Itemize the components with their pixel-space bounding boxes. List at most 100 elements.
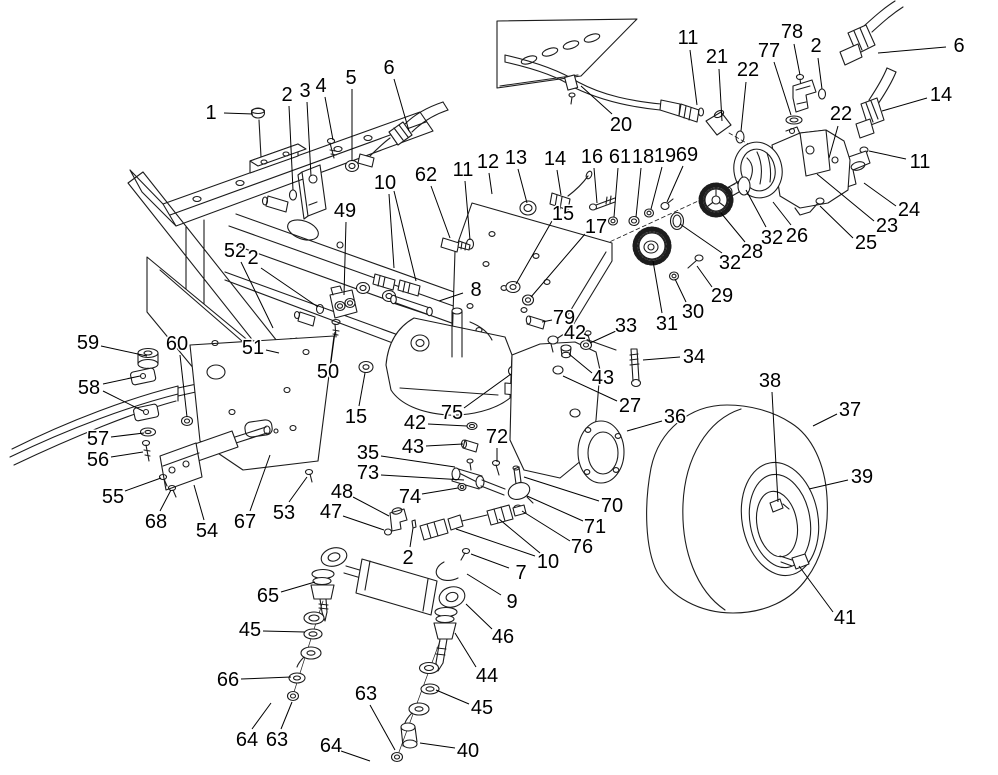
leader-line-58 [102, 375, 141, 385]
leader-line-7 [470, 553, 510, 569]
hose-6-right [839, 0, 904, 66]
leader-line-27 [562, 375, 618, 402]
callout-label-42: 42 [564, 322, 586, 344]
leader-line-11 [868, 150, 907, 160]
callout-label-11: 11 [453, 159, 474, 181]
callout-label-68: 68 [145, 511, 167, 533]
leader-line-43 [568, 353, 593, 374]
callout-label-6: 6 [953, 35, 964, 57]
seat-plate [496, 18, 638, 105]
leader-line-6 [393, 78, 410, 132]
fittings-cluster [250, 101, 475, 355]
callout-label-55: 55 [102, 486, 124, 508]
callout-label-64: 64 [320, 735, 342, 757]
callout-label-15: 15 [552, 203, 574, 225]
mounting-plate-12 [451, 170, 674, 373]
callout-label-63: 63 [266, 729, 288, 751]
callout-label-13: 13 [505, 147, 527, 169]
callout-label-22: 22 [830, 103, 852, 125]
hydraulic-tube-20 [504, 54, 758, 150]
leader-line-32 [745, 189, 767, 228]
callout-label-59: 59 [77, 332, 99, 354]
leader-line-18 [635, 167, 642, 218]
callout-label-2: 2 [810, 35, 821, 57]
callout-label-14: 14 [930, 84, 952, 106]
callout-label-48: 48 [331, 481, 353, 503]
callout-label-69: 69 [676, 144, 698, 166]
callout-label-43: 43 [592, 367, 614, 389]
leader-line-60 [179, 354, 188, 418]
callout-label-23: 23 [876, 215, 898, 237]
callout-label-15: 15 [345, 406, 367, 428]
leader-line-19 [650, 166, 663, 210]
callout-label-75: 75 [441, 402, 463, 424]
leader-line-21 [718, 68, 723, 122]
callout-label-4: 4 [315, 75, 326, 97]
callout-label-8: 8 [470, 279, 481, 301]
callout-label-32: 32 [719, 252, 741, 274]
callout-label-66: 66 [217, 669, 239, 691]
callout-label-47: 47 [320, 501, 342, 523]
leader-line-68 [159, 489, 172, 512]
callout-label-56: 56 [87, 449, 109, 471]
leader-line-44 [454, 632, 477, 668]
callout-label-62: 62 [415, 164, 437, 186]
leader-line-33 [589, 330, 617, 344]
callout-label-17: 17 [585, 216, 607, 238]
leader-line-30 [674, 278, 687, 303]
leader-line-13 [517, 168, 528, 204]
tire-and-rim [646, 404, 828, 614]
callout-label-12: 12 [477, 151, 499, 173]
callout-label-54: 54 [196, 520, 218, 542]
callout-label-20: 20 [610, 114, 632, 136]
callout-label-46: 46 [492, 626, 514, 648]
callout-label-45: 45 [471, 697, 493, 719]
leader-line-41 [798, 565, 834, 613]
leader-line-53 [288, 476, 308, 503]
callout-label-19: 19 [654, 145, 676, 167]
leader-line-32 [679, 223, 723, 254]
callout-label-28: 28 [741, 241, 763, 263]
callout-label-27: 27 [619, 395, 641, 417]
leader-line-48 [352, 496, 390, 517]
leader-line-10 [455, 528, 536, 557]
axle-housing [358, 307, 642, 484]
callout-label-70: 70 [601, 495, 623, 517]
leader-line-14 [556, 169, 562, 196]
leader-line-56 [110, 451, 144, 458]
callout-label-30: 30 [682, 301, 704, 323]
leader-line-20 [580, 85, 613, 115]
leader-line-79 [541, 319, 553, 323]
leader-line-2 [409, 527, 414, 548]
leader-line-57 [110, 432, 145, 438]
leader-line-14 [881, 97, 928, 112]
callout-label-67: 67 [234, 511, 256, 533]
callout-label-11: 11 [678, 27, 699, 49]
callout-label-53: 53 [273, 502, 295, 524]
leader-line-62 [430, 185, 451, 239]
callout-label-45: 45 [239, 619, 261, 641]
leader-line-11 [689, 49, 698, 106]
callout-label-42: 42 [404, 412, 426, 434]
callout-label-5: 5 [345, 67, 356, 89]
leader-line-70 [523, 476, 600, 502]
leader-line-3 [306, 101, 312, 177]
callout-label-9: 9 [506, 591, 517, 613]
callout-label-29: 29 [711, 285, 733, 307]
callout-label-77: 77 [758, 40, 780, 62]
callout-label-61: 61 [609, 146, 631, 168]
leader-line-8 [438, 292, 464, 302]
leader-line-77 [773, 61, 792, 116]
leader-line-24 [863, 182, 897, 207]
leader-line-26 [772, 201, 792, 226]
leader-line-43 [425, 443, 464, 447]
callout-label-10: 10 [537, 551, 559, 573]
leader-line-69 [666, 165, 684, 203]
callout-label-50: 50 [317, 361, 339, 383]
callout-label-11: 11 [910, 151, 931, 173]
leader-line-2 [288, 105, 294, 191]
callout-label-36: 36 [664, 406, 686, 428]
callout-label-2: 2 [281, 84, 292, 106]
